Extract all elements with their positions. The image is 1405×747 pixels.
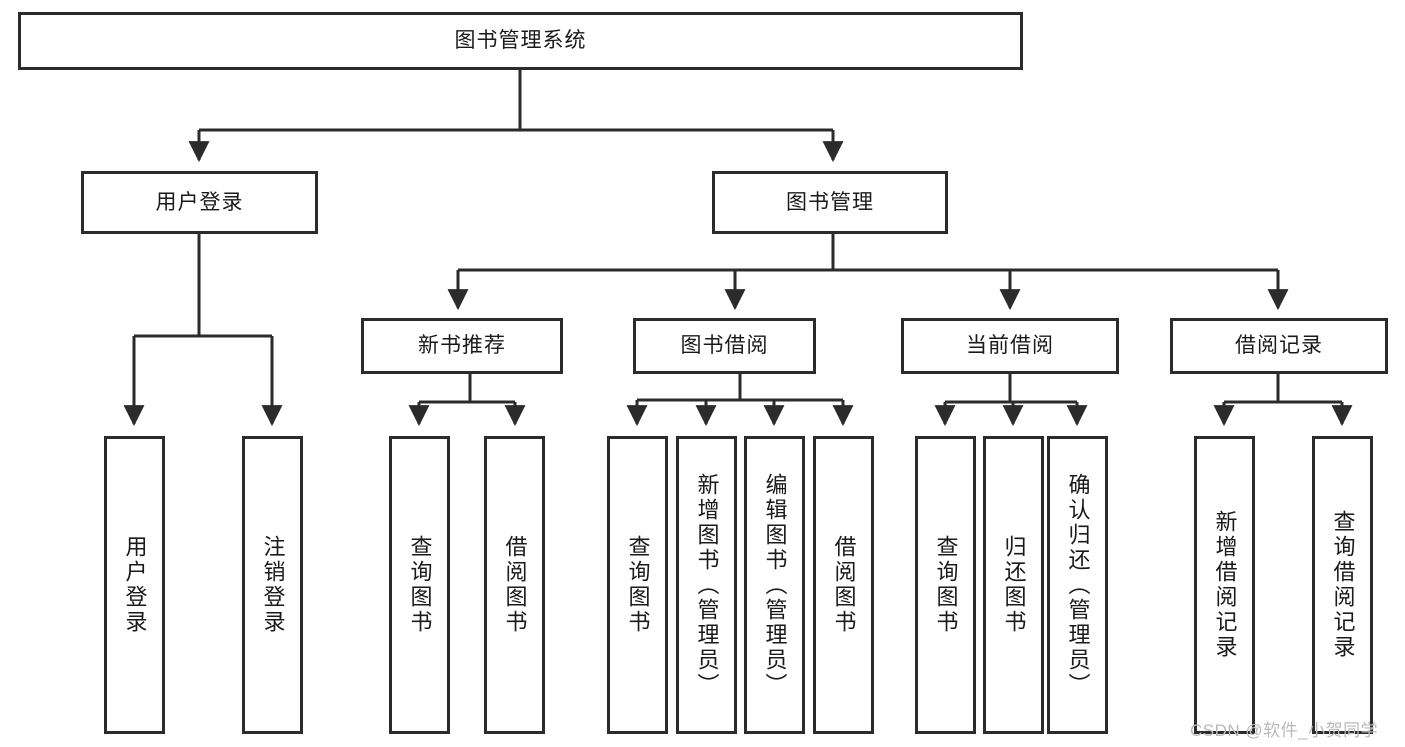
leaf-user-logout[interactable]: 注销登录 [242, 436, 303, 734]
leaf-borrow-book-1[interactable]: 借阅图书 [484, 436, 545, 734]
leaf-edit-book[interactable]: 编辑图书（管理员） [744, 436, 805, 734]
leaf-query-book-1[interactable]: 查询图书 [389, 436, 450, 734]
leaf-confirm-return[interactable]: 确认归还（管理员） [1047, 436, 1108, 734]
leaf-add-record-label: 新增借阅记录 [1212, 510, 1238, 660]
leaf-query-book-3[interactable]: 查询图书 [915, 436, 976, 734]
node-book-borrow[interactable]: 图书借阅 [633, 318, 816, 374]
node-user-login[interactable]: 用户登录 [81, 171, 318, 234]
node-borrow-record[interactable]: 借阅记录 [1170, 318, 1388, 374]
node-current-borrow[interactable]: 当前借阅 [901, 318, 1119, 374]
leaf-add-book-label: 新增图书（管理员） [694, 472, 720, 698]
node-current-borrow-label: 当前借阅 [966, 334, 1054, 358]
leaf-borrow-book-2-label: 借阅图书 [831, 535, 857, 635]
leaf-return-book[interactable]: 归还图书 [983, 436, 1044, 734]
node-user-login-label: 用户登录 [155, 190, 244, 214]
leaf-add-book[interactable]: 新增图书（管理员） [676, 436, 737, 734]
leaf-return-book-label: 归还图书 [1001, 535, 1027, 635]
leaf-query-record-label: 查询借阅记录 [1330, 510, 1356, 660]
node-new-book-rec[interactable]: 新书推荐 [361, 318, 563, 374]
leaf-borrow-book-1-label: 借阅图书 [502, 535, 528, 635]
node-new-book-rec-label: 新书推荐 [418, 334, 506, 358]
leaf-user-logout-label: 注销登录 [260, 535, 286, 635]
leaf-query-book-1-label: 查询图书 [407, 535, 433, 635]
leaf-user-login[interactable]: 用户登录 [104, 436, 165, 734]
node-book-manage[interactable]: 图书管理 [712, 171, 948, 234]
node-root[interactable]: 图书管理系统 [18, 12, 1023, 70]
watermark: CSDN @软件_小贺同学 [1190, 721, 1379, 740]
leaf-confirm-return-label: 确认归还（管理员） [1065, 472, 1091, 698]
node-borrow-record-label: 借阅记录 [1235, 334, 1323, 358]
leaf-query-book-2[interactable]: 查询图书 [607, 436, 668, 734]
leaf-query-book-3-label: 查询图书 [933, 535, 959, 635]
node-root-label: 图书管理系统 [454, 29, 587, 53]
leaf-query-book-2-label: 查询图书 [625, 535, 651, 635]
leaf-edit-book-label: 编辑图书（管理员） [762, 472, 788, 698]
leaf-borrow-book-2[interactable]: 借阅图书 [813, 436, 874, 734]
leaf-query-record[interactable]: 查询借阅记录 [1312, 436, 1373, 734]
node-book-manage-label: 图书管理 [786, 190, 874, 214]
node-book-borrow-label: 图书借阅 [680, 334, 769, 358]
leaf-user-login-label: 用户登录 [122, 535, 148, 635]
leaf-add-record[interactable]: 新增借阅记录 [1194, 436, 1255, 734]
